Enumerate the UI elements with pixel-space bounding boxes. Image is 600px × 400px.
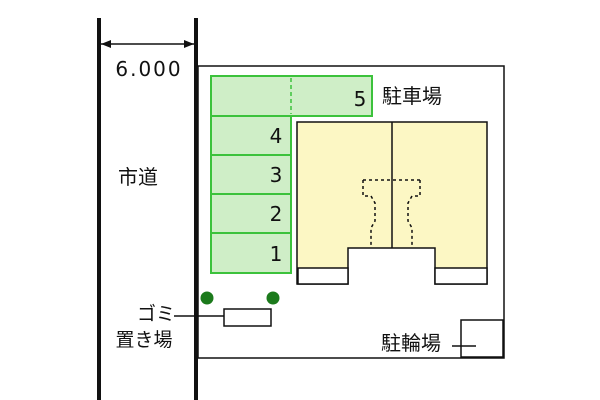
- bicycle-label: 駐輪場: [381, 331, 441, 355]
- road-width-dimension: [101, 40, 194, 48]
- parking-space-3: [210, 154, 292, 195]
- parking-label: 駐車場: [382, 84, 442, 108]
- trash-area: [223, 308, 272, 327]
- parking-space-1: [210, 232, 292, 274]
- parking-number-5: 5: [354, 87, 367, 111]
- parking-number-2: 2: [270, 202, 283, 226]
- tree-left: [200, 291, 214, 305]
- bicycle-parking: [460, 319, 504, 358]
- parking-number-1: 1: [270, 242, 283, 266]
- building-balcony-right: [434, 267, 488, 285]
- trash-label-line2: 置き場: [115, 329, 172, 351]
- tree-right: [266, 291, 280, 305]
- parking-number-3: 3: [270, 163, 283, 187]
- road-width-label: 6.000: [115, 57, 182, 81]
- building-balcony-left: [297, 267, 349, 285]
- building-interior-dashed: [362, 179, 421, 247]
- trash-label-line1: ゴミ: [137, 303, 175, 325]
- parking-space-2: [210, 193, 292, 234]
- parking-number-4: 4: [270, 124, 283, 148]
- road-label: 市道: [118, 165, 158, 189]
